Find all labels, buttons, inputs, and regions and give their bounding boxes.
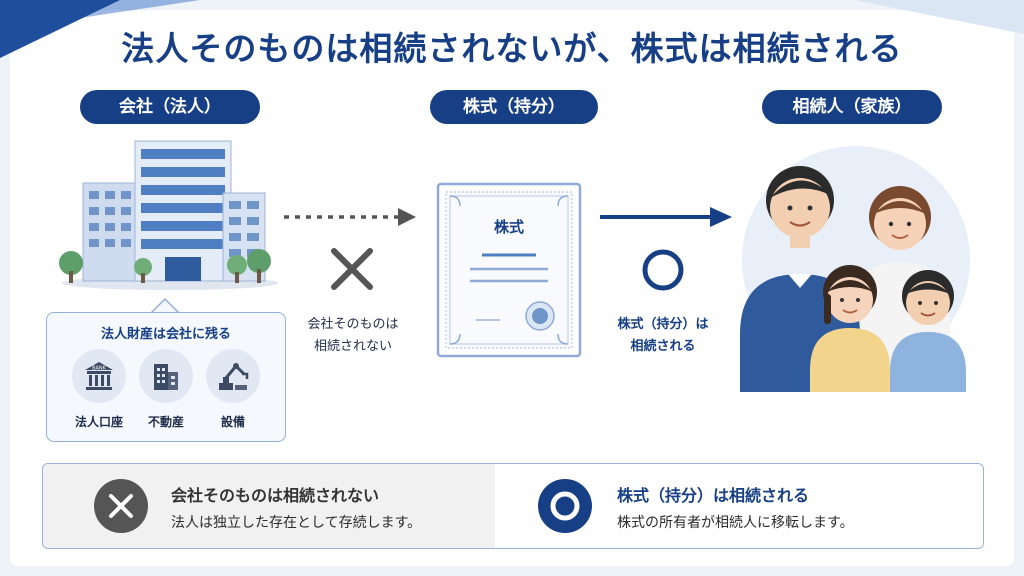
inherited-note: 株式（持分）は 相続される — [596, 314, 730, 358]
summary-left-text: 法人は独立した存在として存続します。 — [171, 515, 422, 531]
machinery-icon — [219, 363, 249, 390]
bank-icon: BANK — [85, 362, 113, 390]
corner-decoration-right — [854, 0, 1024, 34]
asset-label-equipment: 設備 — [220, 415, 245, 429]
not-inherited-line2: 相続されない — [313, 339, 392, 354]
gray-cross-icon — [94, 479, 148, 533]
column-label-shares: 株式（持分） — [430, 90, 598, 124]
inherited-line1: 株式（持分）は — [617, 317, 709, 332]
family-illustration — [740, 146, 970, 392]
company-assets-box: 法人財産は会社に残る BANK 法人口座 — [46, 312, 286, 442]
asset-real-estate: 不動産 — [136, 349, 196, 430]
asset-bank-account: BANK 法人口座 — [69, 349, 129, 430]
solid-arrow — [600, 207, 732, 227]
summary-left-heading: 会社そのものは相続されない — [171, 486, 380, 505]
bank-icon-text: BANK — [92, 366, 107, 372]
inherited-line2: 相続される — [630, 339, 696, 354]
asset-equipment: 設備 — [203, 349, 263, 430]
summary-right-heading: 株式（持分）は相続される — [617, 486, 810, 505]
page-title: 法人そのものは相続されないが、株式は相続される — [121, 29, 903, 68]
not-inherited-line1: 会社そのものは — [307, 317, 399, 332]
not-inherited-note: 会社そのものは 相続されない — [284, 314, 422, 358]
certificate-label: 株式 — [493, 218, 524, 236]
circle-check-icon — [642, 249, 684, 291]
asset-label-bank-account: 法人口座 — [74, 415, 123, 429]
asset-label-real-estate: 不動産 — [147, 415, 184, 429]
dotted-arrow — [284, 208, 416, 226]
building-icon — [154, 364, 178, 390]
summary-box: 会社そのものは相続されない 法人は独立した存在として存続します。 株式（持分）は… — [42, 463, 984, 549]
corner-decoration-left — [0, 0, 120, 58]
blue-circle-icon — [538, 479, 592, 533]
column-label-heirs: 相続人（家族） — [762, 90, 942, 124]
column-label-company: 会社（法人） — [80, 90, 260, 124]
share-certificate-illustration — [436, 182, 582, 358]
summary-right-text: 株式の所有者が相続人に移転します。 — [617, 515, 854, 531]
office-building-illustration — [59, 140, 278, 290]
cross-icon — [331, 248, 373, 290]
assets-title: 法人財産は会社に残る — [100, 327, 231, 342]
